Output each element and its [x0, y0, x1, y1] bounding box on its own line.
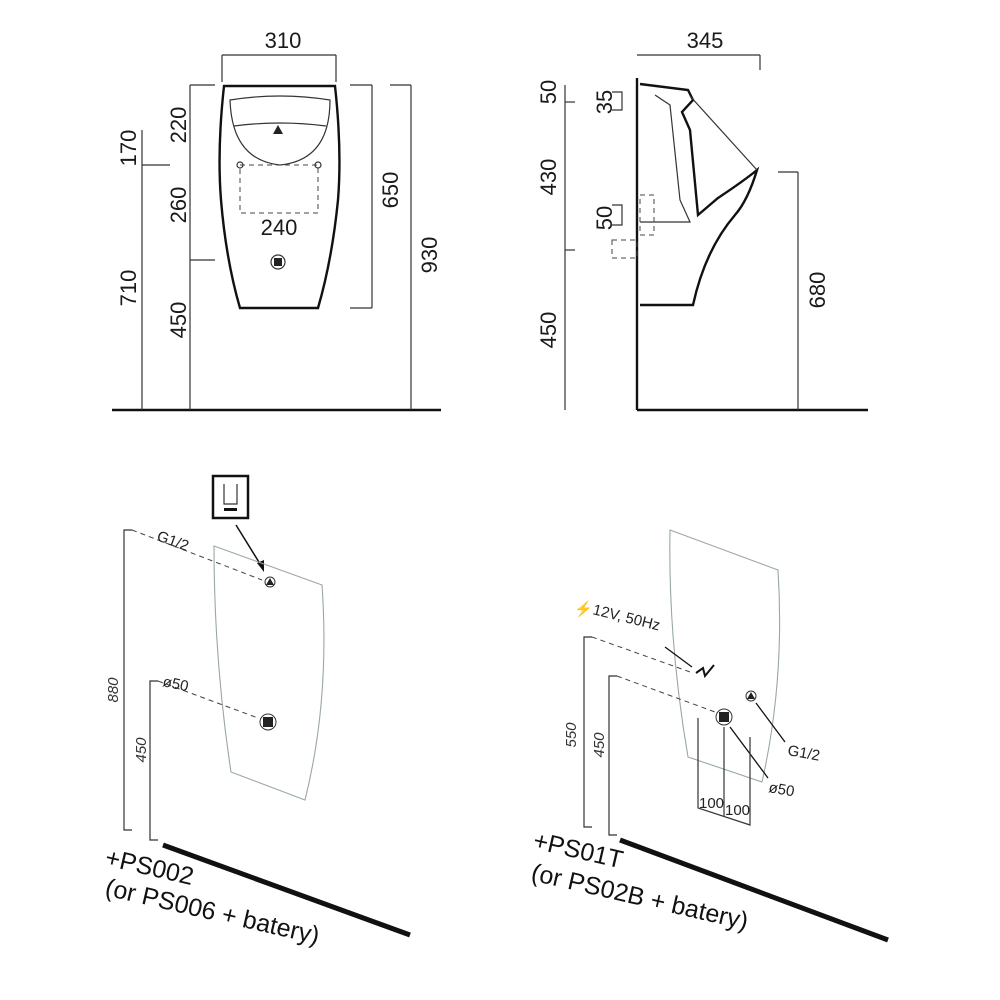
dim-345: 345	[687, 28, 724, 53]
dim-450: 450	[536, 312, 561, 349]
inlet-triangle	[266, 578, 274, 585]
urinal-side-inner	[640, 94, 691, 223]
dim-450: 450	[133, 737, 150, 763]
dim-170: 170	[116, 130, 141, 167]
dim-line	[608, 675, 617, 836]
urinal-front-outline	[218, 84, 341, 310]
dim-bracket	[612, 204, 623, 226]
floor-line	[619, 837, 889, 943]
dim-50-inner: 50	[592, 206, 617, 230]
install-left: G1/2 ø50 880 450 +PS002 (or PS006 + bate…	[103, 474, 411, 951]
dim-line	[583, 636, 592, 828]
floor-line	[162, 842, 411, 938]
dim-680: 680	[805, 272, 830, 309]
arrow	[664, 646, 693, 668]
sensor-plate-icon	[211, 474, 250, 520]
power-connector-icon	[695, 664, 715, 679]
urinal-side-outline	[639, 82, 760, 307]
power-icon: ⚡	[574, 600, 593, 618]
hidden-pipe	[639, 194, 655, 236]
drain-square	[274, 258, 282, 266]
label-outlet: ø50	[161, 673, 190, 695]
arrow	[235, 524, 263, 568]
dim-35: 35	[592, 90, 617, 114]
label-inlet: G1/2	[786, 742, 821, 764]
fixing-point	[236, 161, 244, 169]
dim-width: 310	[265, 28, 302, 53]
dim-430: 430	[536, 159, 561, 196]
inlet-triangle	[747, 692, 755, 699]
sensor-symbol	[223, 484, 238, 505]
arrow	[755, 702, 786, 743]
dashed-leader	[131, 529, 263, 581]
dashed-leader	[616, 675, 716, 713]
fixing-point	[314, 161, 322, 169]
hidden-box	[239, 164, 319, 214]
dim-930: 930	[417, 237, 442, 274]
label-outlet: ø50	[767, 779, 795, 800]
dim-550: 550	[563, 722, 580, 748]
dim-450: 450	[591, 732, 608, 758]
arrow	[729, 726, 769, 779]
inlet-icon	[273, 125, 283, 134]
drain-square	[263, 717, 273, 727]
urinal-silhouette	[213, 545, 325, 801]
dim-220: 220	[166, 107, 191, 144]
dim-260: 260	[166, 187, 191, 224]
dim-line	[123, 529, 132, 831]
install-right: ⚡ 12V, 50Hz 550 450 G1/2 ø50 100 100 +PS…	[529, 529, 889, 943]
label-power: 12V, 50Hz	[591, 601, 662, 634]
dim-650: 650	[378, 172, 403, 209]
drain-icon	[270, 254, 286, 270]
dim-50-top: 50	[536, 80, 561, 104]
spray-line	[689, 95, 758, 171]
hidden-pipe	[611, 239, 638, 259]
bowl-rim	[233, 122, 327, 127]
kit-alt-label: (or PS02B + batery)	[529, 859, 751, 936]
label-inlet: G1/2	[155, 528, 191, 555]
drain-square	[719, 712, 729, 722]
dim-line	[149, 680, 158, 841]
dim-880: 880	[105, 677, 122, 703]
urinal-silhouette	[669, 529, 781, 783]
spacing-right: 100	[725, 802, 750, 819]
front-view: 310 170 710 220 260 450 240 650 930	[112, 28, 442, 412]
sensor-symbol	[224, 508, 237, 511]
kit-alt-label: (or PS006 + batery)	[103, 874, 323, 951]
dim-240: 240	[261, 215, 298, 240]
dim-450: 450	[166, 302, 191, 339]
urinal-bowl	[229, 95, 331, 166]
spacing-dim	[697, 718, 751, 826]
side-view: 345 50 430 450 35 50 680	[536, 28, 868, 412]
dim-710: 710	[116, 270, 141, 307]
dashed-leader	[591, 636, 694, 674]
spacing-left: 100	[699, 795, 724, 812]
dim-bracket	[612, 91, 623, 111]
